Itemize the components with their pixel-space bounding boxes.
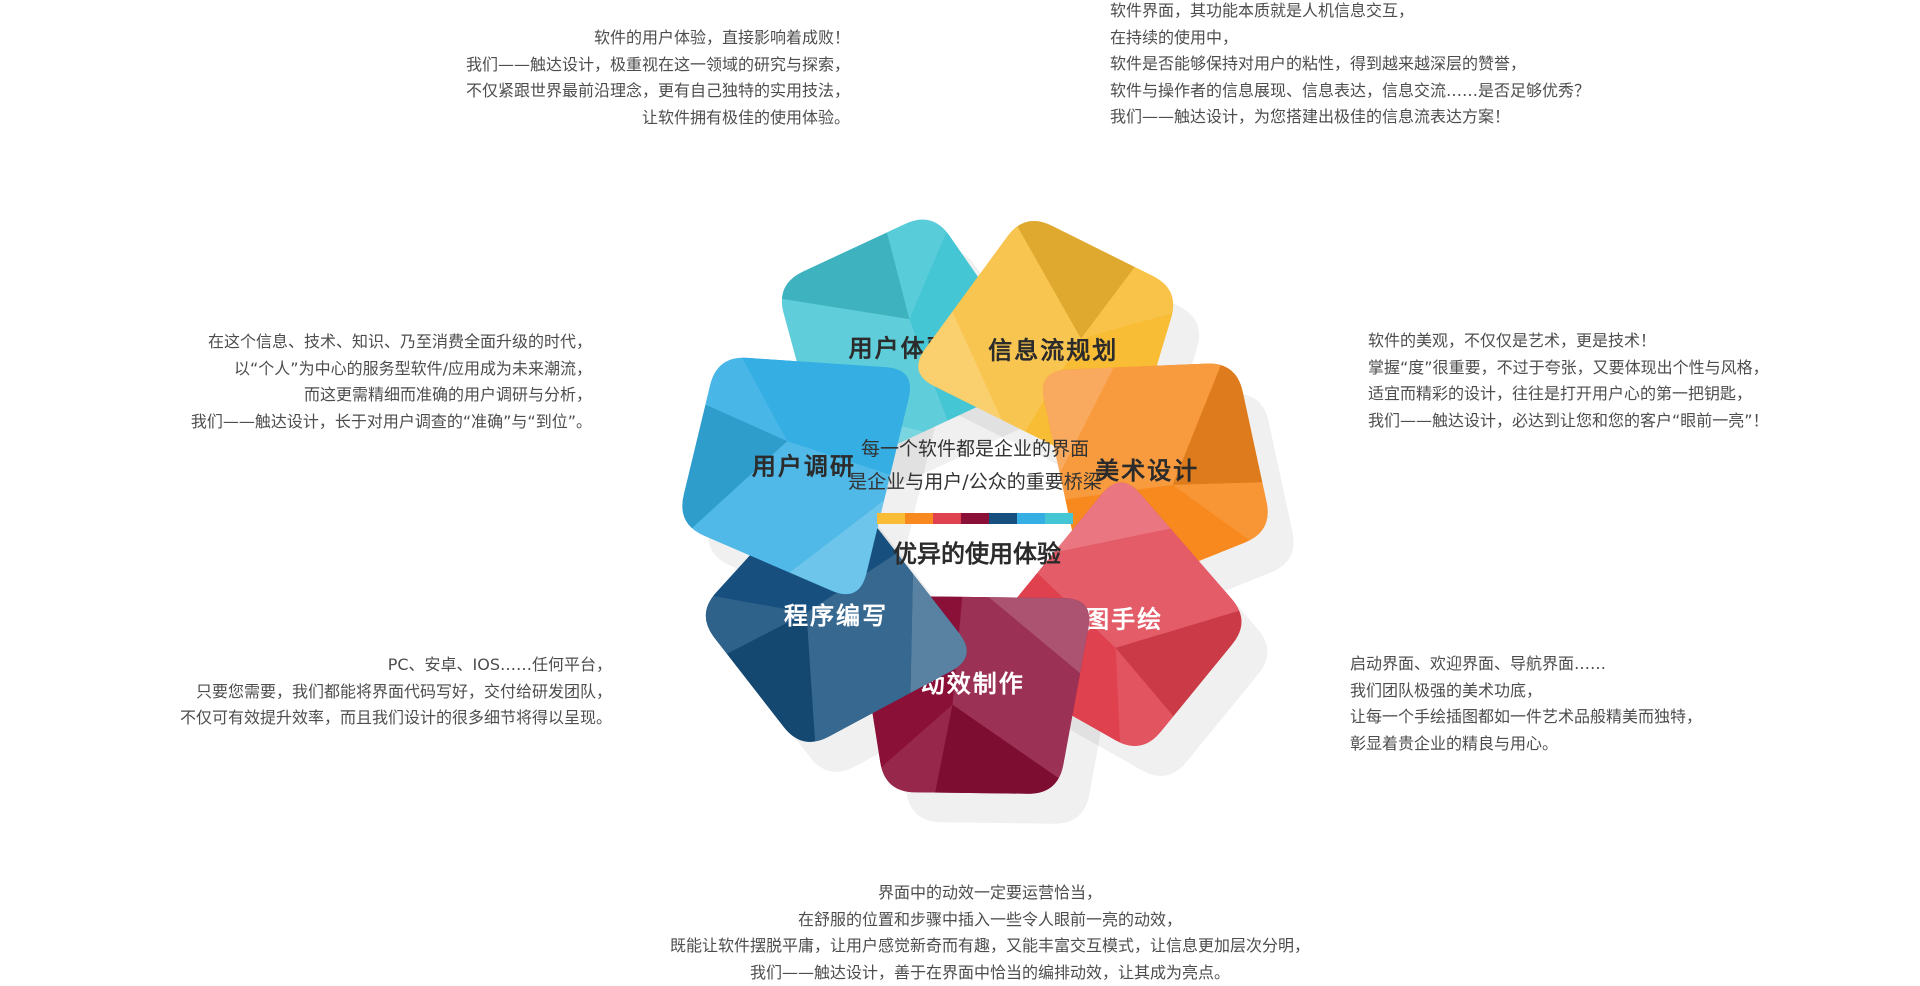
description-line: 以“个人”为中心的服务型软件/应用成为未来潮流， bbox=[191, 356, 592, 383]
description-line: 在持续的使用中， bbox=[1110, 25, 1590, 52]
description-line: PC、安卓、IOS……任何平台， bbox=[180, 652, 612, 679]
center-line-1: 每一个软件都是企业的界面 bbox=[861, 438, 1089, 460]
description-line: 在舒服的位置和步骤中插入一些令人眼前一亮的动效， bbox=[530, 907, 1450, 934]
description-line: 不仅紧跟世界最前沿理念，更有自己独特的实用技法， bbox=[466, 78, 850, 105]
description-line: 让软件拥有极佳的使用体验。 bbox=[466, 105, 850, 132]
description-line: 我们——触达设计，长于对用户调查的“准确”与“到位”。 bbox=[191, 409, 592, 436]
color-bar-swatch bbox=[933, 513, 961, 524]
description-line: 既能让软件摆脱平庸，让用户感觉新奇而有趣，又能丰富交互模式，让信息更加层次分明， bbox=[530, 933, 1450, 960]
facet bbox=[719, 213, 910, 319]
description-code: PC、安卓、IOS……任何平台，只要您需要，我们都能将界面代码写好，交付给研发团… bbox=[180, 652, 612, 732]
segment-label-research: 用户调研 bbox=[752, 453, 856, 481]
description-line: 彰显着贵企业的精良与用心。 bbox=[1350, 731, 1702, 758]
description-line: 在这个信息、技术、知识、乃至消费全面升级的时代， bbox=[191, 329, 592, 356]
description-line: 我们——触达设计，善于在界面中恰当的编排动效，让其成为亮点。 bbox=[530, 960, 1450, 986]
color-bar-swatch bbox=[989, 513, 1017, 524]
description-line: 软件与操作者的信息展现、信息表达，信息交流……是否足够优秀？ bbox=[1110, 78, 1590, 105]
center-title: 优异的使用体验 bbox=[893, 540, 1061, 568]
center-color-bar bbox=[877, 513, 1073, 524]
description-line: 我们团队极强的美术功底， bbox=[1350, 678, 1702, 705]
description-line: 我们——触达设计，极重视在这一领域的研究与探索， bbox=[466, 52, 850, 79]
description-line: 软件是否能够保持对用户的粘性，得到越来越深层的赞誉， bbox=[1110, 51, 1590, 78]
description-line: 只要您需要，我们都能将界面代码写好，交付给研发团队， bbox=[180, 679, 612, 706]
description-line: 软件的美观，不仅仅是艺术，更是技术！ bbox=[1368, 328, 1769, 355]
description-line: 软件的用户体验，直接影响着成败！ bbox=[466, 25, 850, 52]
description-line: 让每一个手绘插图都如一件艺术品般精美而独特， bbox=[1350, 704, 1702, 731]
description-line: 适宜而精彩的设计，往往是打开用户心的第一把钥匙， bbox=[1368, 381, 1769, 408]
color-bar-swatch bbox=[961, 513, 989, 524]
description-line: 软件界面，其功能本质就是人机信息交互， bbox=[1110, 0, 1590, 25]
description-line: 而这更需精细而准确的用户调研与分析， bbox=[191, 382, 592, 409]
color-bar-swatch bbox=[905, 513, 933, 524]
description-line: 我们——触达设计，为您搭建出极佳的信息流表达方案！ bbox=[1110, 104, 1590, 131]
color-bar-swatch bbox=[1045, 513, 1073, 524]
description-illus: 启动界面、欢迎界面、导航界面……我们团队极强的美术功底，让每一个手绘插图都如一件… bbox=[1350, 651, 1702, 757]
color-bar-swatch bbox=[877, 513, 905, 524]
segment-label-code: 程序编写 bbox=[784, 602, 888, 630]
description-ux: 软件的用户体验，直接影响着成败！我们——触达设计，极重视在这一领域的研究与探索，… bbox=[466, 25, 850, 131]
description-line: 掌握“度”很重要，不过于夸张，又要体现出个性与风格， bbox=[1368, 355, 1769, 382]
description-motion: 界面中的动效一定要运营恰当，在舒服的位置和步骤中插入一些令人眼前一亮的动效，既能… bbox=[530, 880, 1450, 986]
color-bar-swatch bbox=[1017, 513, 1045, 524]
description-line: 我们——触达设计，必达到让您和您的客户“眼前一亮”！ bbox=[1368, 408, 1769, 435]
segment-label-art: 美术设计 bbox=[1095, 457, 1199, 485]
description-line: 启动界面、欢迎界面、导航界面…… bbox=[1350, 651, 1702, 678]
segment-label-info: 信息流规划 bbox=[988, 336, 1118, 364]
description-line: 界面中的动效一定要运营恰当， bbox=[530, 880, 1450, 907]
center-line-2: 是企业与用户/公众的重要桥梁 bbox=[848, 471, 1101, 493]
description-info: 软件界面，其功能本质就是人机信息交互，在持续的使用中，软件是否能够保持对用户的粘… bbox=[1110, 0, 1590, 131]
description-research: 在这个信息、技术、知识、乃至消费全面升级的时代，以“个人”为中心的服务型软件/应… bbox=[191, 329, 592, 435]
description-line: 不仅可有效提升效率，而且我们设计的很多细节将得以呈现。 bbox=[180, 705, 612, 732]
description-art: 软件的美观，不仅仅是艺术，更是技术！掌握“度”很重要，不过于夸张，又要体现出个性… bbox=[1368, 328, 1769, 434]
